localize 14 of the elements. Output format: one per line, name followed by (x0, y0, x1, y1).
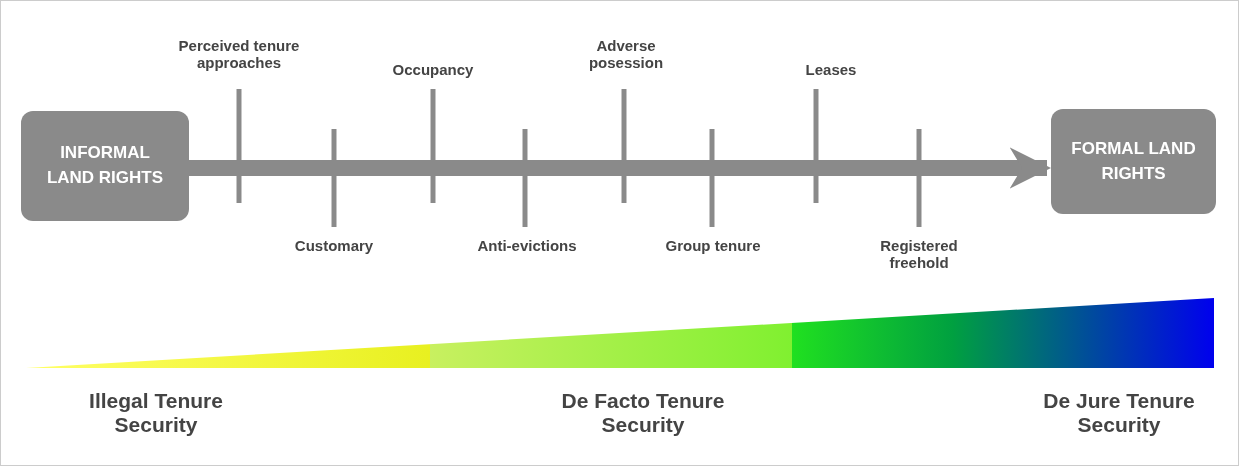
tick-label: Occupancy (391, 61, 475, 79)
tick-label: Adverse posession (587, 37, 665, 72)
rounded-box: INFORMAL LAND RIGHTS (21, 111, 189, 221)
scale-label: Illegal Tenure Security (88, 389, 224, 438)
arrow (189, 147, 1052, 189)
tick-label: Anti-evictions (476, 237, 578, 255)
tick-label: Customary (293, 237, 375, 255)
tick-label: Registered freehold (879, 237, 959, 272)
tick-label: Perceived tenure approaches (177, 37, 301, 72)
scale-label: De Facto Tenure Security (560, 389, 726, 438)
tick-label: Group tenure (664, 237, 762, 255)
tick-label: Leases (804, 61, 858, 79)
rounded-box: FORMAL LAND RIGHTS (1051, 109, 1216, 214)
scale-label: De Jure Tenure Security (1042, 389, 1196, 438)
